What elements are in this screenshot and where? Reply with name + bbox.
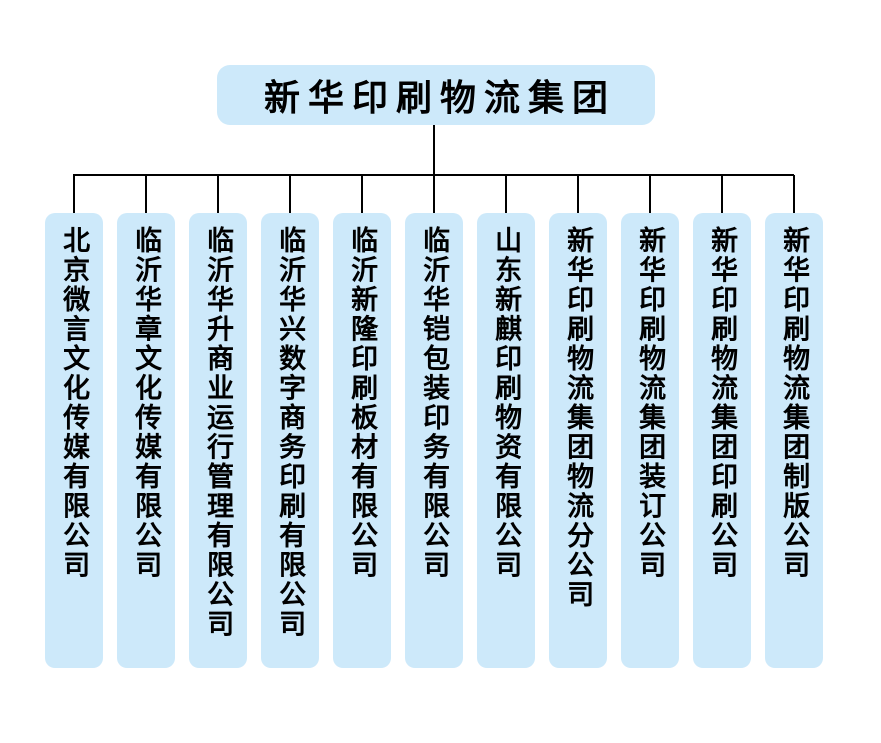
org-node-label: 新华印刷物流集团物流分公司	[563, 226, 594, 610]
connector-stub-line	[505, 175, 507, 213]
connector-horizontal-line	[73, 174, 794, 176]
connector-stub-line	[73, 175, 75, 213]
org-node: 临沂华章文化传媒有限公司	[117, 213, 175, 668]
org-node: 新华印刷物流集团制版公司	[765, 213, 823, 668]
connector-trunk-line	[433, 125, 435, 175]
org-node-label: 临沂华兴数字商务印刷有限公司	[275, 226, 306, 639]
org-node: 北京微言文化传媒有限公司	[45, 213, 103, 668]
connector-stub-line	[649, 175, 651, 213]
org-node-label: 新华印刷物流集团装订公司	[635, 226, 666, 580]
connector-stub-line	[361, 175, 363, 213]
org-node: 新华印刷物流集团装订公司	[621, 213, 679, 668]
connector-stub-line	[217, 175, 219, 213]
org-node: 临沂华铠包装印务有限公司	[405, 213, 463, 668]
org-node-label: 临沂华章文化传媒有限公司	[131, 226, 162, 580]
org-node-label: 临沂华铠包装印务有限公司	[419, 226, 450, 580]
connector-stub-line	[721, 175, 723, 213]
connector-stub-line	[145, 175, 147, 213]
org-node-label: 临沂新隆印刷板材有限公司	[347, 226, 378, 580]
org-node-label: 新华印刷物流集团制版公司	[779, 226, 810, 580]
org-node: 临沂新隆印刷板材有限公司	[333, 213, 391, 668]
org-node: 新华印刷物流集团印刷公司	[693, 213, 751, 668]
connector-stub-line	[793, 175, 795, 213]
org-node-label: 临沂华升商业运行管理有限公司	[203, 226, 234, 639]
org-root-label: 新华印刷物流集团	[263, 77, 616, 118]
org-node-label: 新华印刷物流集团印刷公司	[707, 226, 738, 580]
org-node: 临沂华兴数字商务印刷有限公司	[261, 213, 319, 668]
connector-stub-line	[433, 175, 435, 213]
connector-stub-line	[577, 175, 579, 213]
org-node: 临沂华升商业运行管理有限公司	[189, 213, 247, 668]
org-node: 新华印刷物流集团物流分公司	[549, 213, 607, 668]
connector-stub-line	[289, 175, 291, 213]
org-node-label: 山东新麒印刷物资有限公司	[491, 226, 522, 580]
org-node: 山东新麒印刷物资有限公司	[477, 213, 535, 668]
org-node-label: 北京微言文化传媒有限公司	[59, 226, 90, 580]
org-root-node: 新华印刷物流集团	[217, 65, 655, 125]
